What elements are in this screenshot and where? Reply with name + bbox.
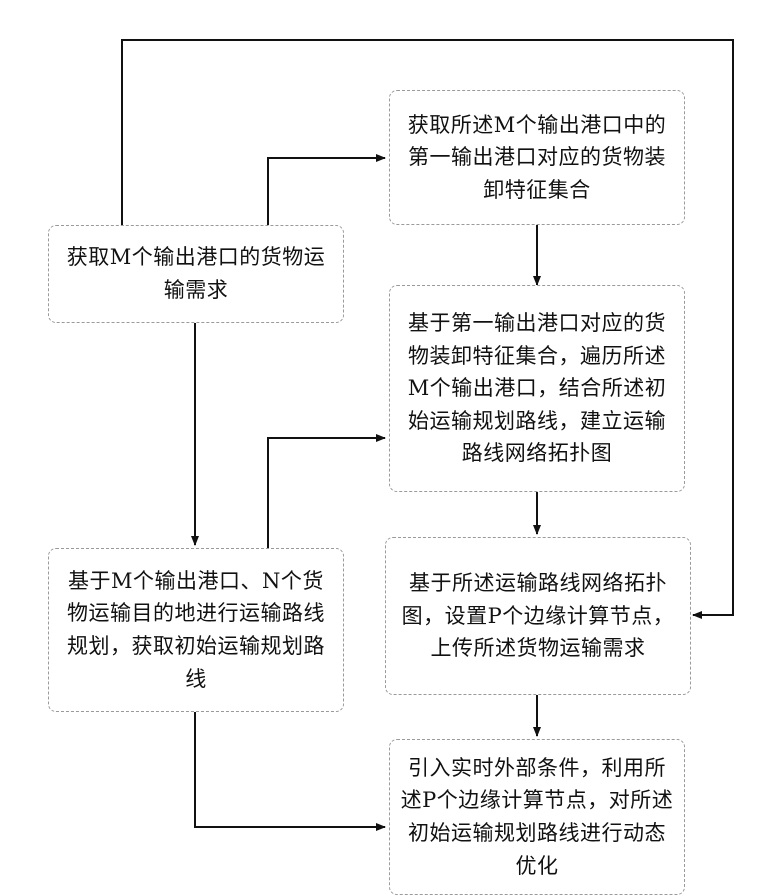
node-get-demand-text: 获取M个输出港口的货物运输需求 [59,241,333,306]
node-get-demand: 获取M个输出港口的货物运输需求 [48,225,344,323]
node-dynamic-optimization-text: 引入实时外部条件，利用所述P个边缘计算节点，对所述初始运输规划路线进行动态优化 [400,752,674,882]
node-get-loading-features-text: 获取所述M个输出港口中的第一输出港口对应的货物装卸特征集合 [400,109,674,207]
node-build-topology: 基于第一输出港口对应的货物装卸特征集合，遍历所述M个输出港口，结合所述初始运输规… [389,285,685,492]
node-dynamic-optimization: 引入实时外部条件，利用所述P个边缘计算节点，对所述初始运输规划路线进行动态优化 [389,739,685,895]
node-get-loading-features: 获取所述M个输出港口中的第一输出港口对应的货物装卸特征集合 [389,90,685,225]
node-route-planning-text: 基于M个输出港口、N个货物运输目的地进行运输路线规划，获取初始运输规划路线 [59,565,333,695]
arrow-n4-to-n3 [268,438,385,548]
node-edge-computing: 基于所述运输路线网络拓扑图，设置P个边缘计算节点，上传所述货物运输需求 [385,537,691,695]
node-build-topology-text: 基于第一输出港口对应的货物装卸特征集合，遍历所述M个输出港口，结合所述初始运输规… [400,307,674,470]
arrow-n4-to-n6 [195,712,385,827]
node-edge-computing-text: 基于所述运输路线网络拓扑图，设置P个边缘计算节点，上传所述货物运输需求 [396,567,680,665]
node-route-planning: 基于M个输出港口、N个货物运输目的地进行运输路线规划，获取初始运输规划路线 [48,548,344,712]
arrow-n1-to-n2 [268,158,385,225]
